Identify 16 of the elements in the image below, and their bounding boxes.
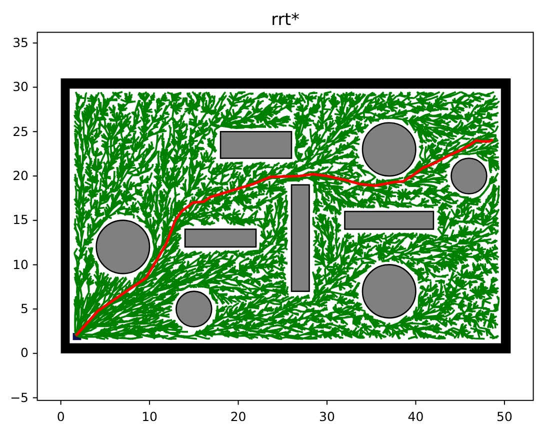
y-tick-label: 0	[20, 347, 28, 360]
y-tick-label: 5	[20, 302, 28, 316]
x-tick-label: 20	[230, 410, 246, 423]
y-tick-label: 35	[12, 36, 28, 50]
y-tick-label: 30	[12, 81, 28, 94]
y-tick-label: 15	[12, 214, 28, 227]
x-tick-label: 0	[56, 410, 65, 423]
y-tick-label: 10	[12, 258, 28, 271]
x-tick-label: 40	[408, 410, 424, 423]
x-tick-label: 10	[142, 410, 158, 423]
y-tick-label: 25	[12, 125, 28, 138]
y-tick-label: 20	[12, 170, 28, 182]
chart-title: rrt*	[271, 11, 300, 28]
x-tick-label: 50	[496, 410, 512, 423]
x-tick-label: 30	[319, 410, 335, 423]
y-tick-label: −5	[10, 391, 28, 404]
